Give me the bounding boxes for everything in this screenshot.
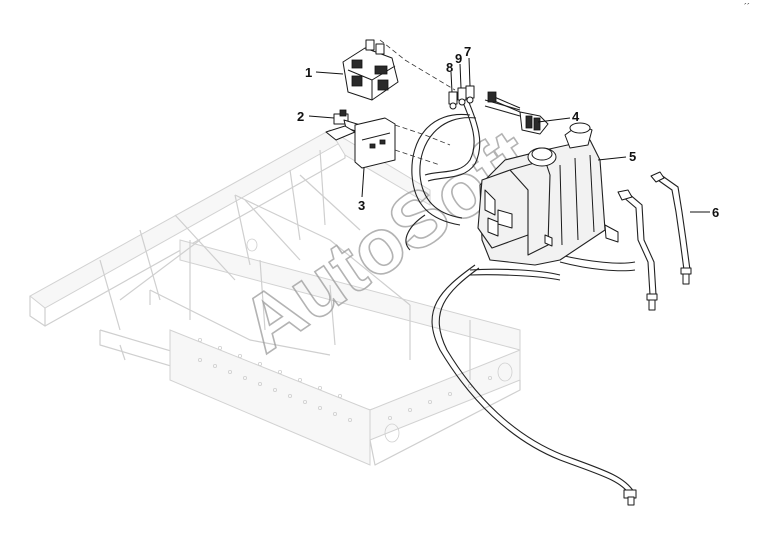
part-3-bracket xyxy=(325,117,451,169)
callout-8: 8 xyxy=(446,60,453,75)
callout-4: 4 xyxy=(572,109,580,124)
part-6-pipes xyxy=(617,171,692,311)
parts-7-8-9-fittings xyxy=(448,85,475,110)
leader-lines xyxy=(308,57,710,213)
callout-9: 9 xyxy=(455,51,462,66)
part-5-tank xyxy=(477,122,619,266)
callout-2: 2 xyxy=(297,109,304,124)
callout-5: 5 xyxy=(629,149,636,164)
callout-labels: 1 2 3 4 5 6 7 8 9 xyxy=(297,44,719,220)
corner-mark: ´´ xyxy=(744,2,750,12)
callout-6: 6 xyxy=(712,205,719,220)
callout-1: 1 xyxy=(305,65,312,80)
part-1-valve-block xyxy=(342,39,456,101)
callout-3: 3 xyxy=(358,198,365,213)
callout-7: 7 xyxy=(464,44,471,59)
part-4-pump xyxy=(487,91,549,135)
